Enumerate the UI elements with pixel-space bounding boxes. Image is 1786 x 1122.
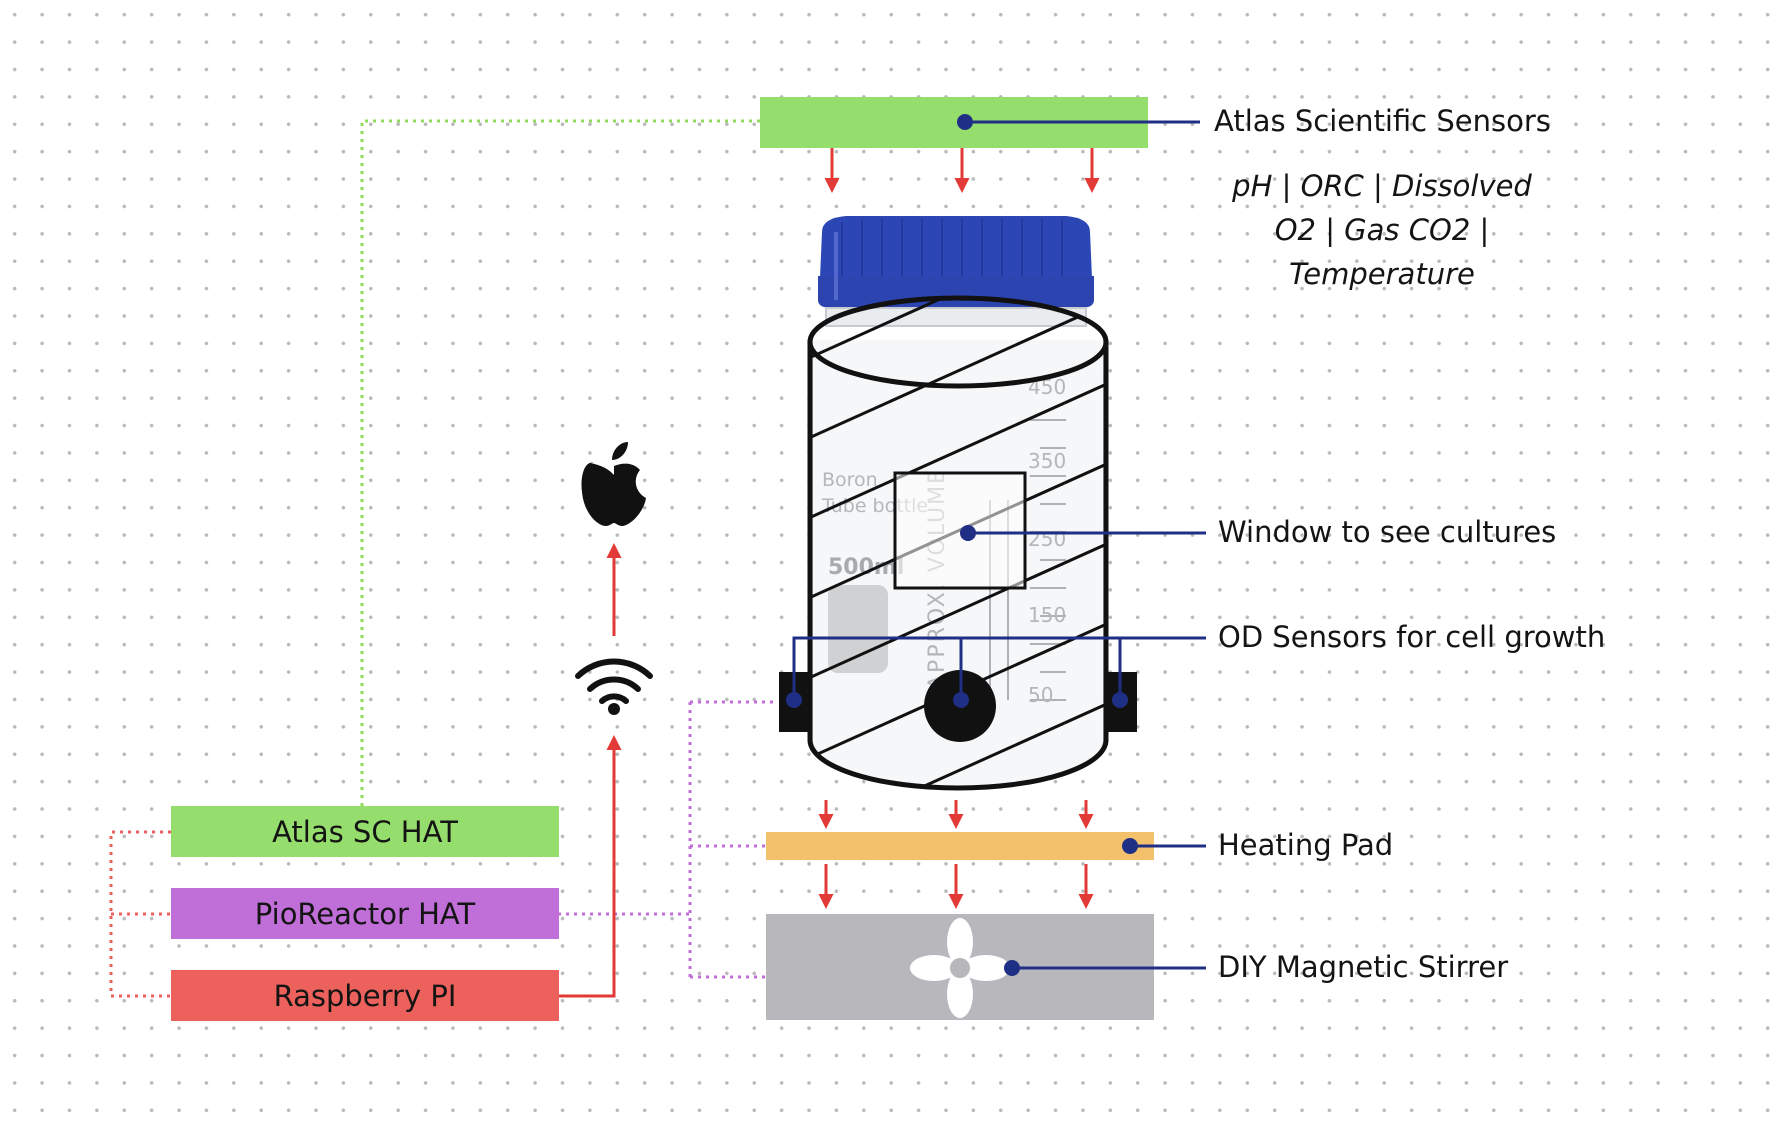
bottle-top-ellipse <box>807 295 1109 389</box>
sensor-types-note: pH | ORC | Dissolved O2 | Gas CO2 | Temp… <box>1192 164 1572 296</box>
atlas-sensors-callout: Atlas Scientific Sensors <box>1214 104 1551 138</box>
bottle-cap <box>818 216 1094 308</box>
fan-icon <box>910 918 1010 1018</box>
raspberry-pi-box <box>171 970 559 1021</box>
pioreactor-connector <box>558 700 776 979</box>
brand-marking: Boron <box>822 469 878 491</box>
dotted-connectors <box>109 119 776 998</box>
sensor-types-line: pH | ORC | Dissolved <box>1232 169 1532 203</box>
scale-label: 350 <box>1028 449 1066 473</box>
pioreactor-hat-label: PioReactor HAT <box>254 896 476 931</box>
pioreactor-hat-box <box>171 888 559 939</box>
pi-to-wifi-arrow <box>558 735 622 998</box>
heating-pad-callout: Heating Pad <box>1218 828 1394 862</box>
pointer-lines <box>792 120 1206 970</box>
window-callout: Window to see cultures <box>1218 515 1557 549</box>
sensor-types-line: Temperature <box>1289 257 1475 291</box>
culture-window <box>893 471 1027 590</box>
scale-label: 50 <box>1028 683 1053 707</box>
scale-label: 250 <box>1028 527 1066 551</box>
atlas-hat-label: Atlas SC HAT <box>272 814 458 849</box>
od-sensors-callout: OD Sensors for cell growth <box>1218 620 1606 654</box>
atlas-hat-box <box>171 806 559 857</box>
red-arrows <box>558 148 1100 998</box>
wifi-dot <box>608 703 620 715</box>
sensor-types-line: O2 | Gas CO2 | <box>1274 213 1490 247</box>
wifi-icon <box>575 658 653 704</box>
apple-icon <box>581 442 646 526</box>
heating-pad <box>766 832 1154 860</box>
scale-label: 150 <box>1028 603 1066 627</box>
pointer-dots <box>786 114 1138 976</box>
stirrer-callout: DIY Magnetic Stirrer <box>1218 950 1509 984</box>
raspberry-pi-label: Raspberry PI <box>273 978 457 1013</box>
red-bus-connector <box>109 830 171 998</box>
